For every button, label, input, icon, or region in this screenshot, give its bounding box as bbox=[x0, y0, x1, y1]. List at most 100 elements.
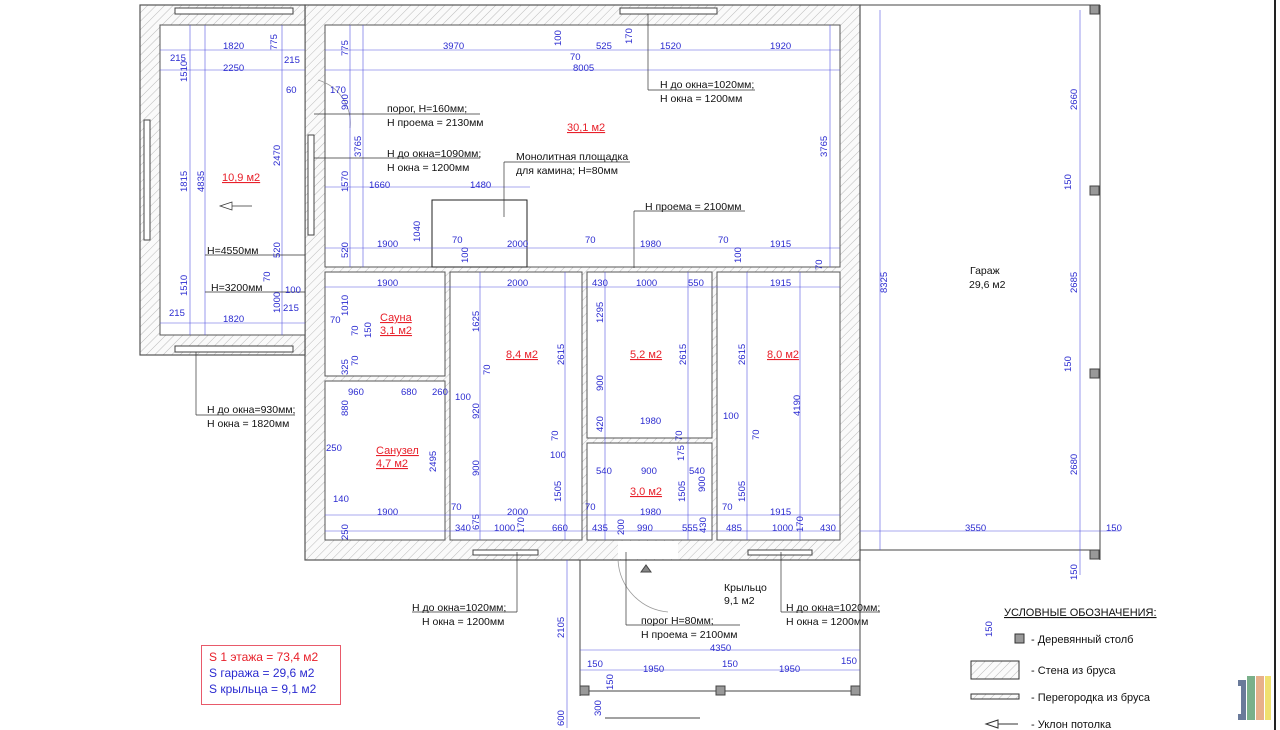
bath-area-label: 4,7 м2 bbox=[376, 458, 408, 470]
dimension-label: 1520 bbox=[660, 41, 681, 52]
dimension-label: 260 bbox=[432, 387, 448, 398]
dimension-label: 990 bbox=[637, 523, 653, 534]
dimension-label: 1915 bbox=[770, 507, 791, 518]
dimension-label: 775 bbox=[269, 34, 280, 50]
dimension-label: 100 bbox=[460, 247, 471, 263]
note-text: Н=3200мм bbox=[211, 282, 263, 294]
note-leaders bbox=[195, 14, 880, 626]
dimension-label: 70 bbox=[550, 430, 561, 441]
note-text: Н проема = 2130мм bbox=[387, 117, 484, 129]
dimension-label: 900 bbox=[340, 94, 351, 110]
dimension-label: 1820 bbox=[223, 41, 244, 52]
dimension-label: 1010 bbox=[340, 295, 351, 316]
dimension-label: 1625 bbox=[471, 311, 482, 332]
dimension-label: 660 bbox=[552, 523, 568, 534]
note-text: Н окна = 1820мм bbox=[207, 418, 289, 430]
dimension-label: 2615 bbox=[737, 344, 748, 365]
note-text: Н проема = 2100мм bbox=[645, 201, 742, 213]
note-text: Н окна = 1200мм bbox=[660, 93, 742, 105]
note-text: порог, Н=160мм; bbox=[387, 103, 467, 115]
legend-post-size: 150 bbox=[984, 621, 995, 637]
dimension-label: 170 bbox=[516, 517, 527, 533]
dimension-label: 70 bbox=[814, 259, 825, 270]
dimension-label: 2615 bbox=[678, 344, 689, 365]
room-a-area-label: 8,4 м2 bbox=[506, 349, 538, 361]
dimension-label: 100 bbox=[553, 30, 564, 46]
dimension-label: 430 bbox=[698, 517, 709, 533]
dimension-label: 2495 bbox=[428, 451, 439, 472]
dimension-label: 150 bbox=[363, 322, 374, 338]
dimension-label: 4350 bbox=[710, 643, 731, 654]
notes: Н до окна=1020мм; Н окна = 1200мм порог, Н… bbox=[207, 79, 880, 641]
note-text: Н до окна=1020мм; bbox=[660, 79, 754, 91]
dimension-label: 250 bbox=[326, 443, 342, 454]
dimension-label: 150 bbox=[841, 656, 857, 667]
room-interiors bbox=[159, 24, 841, 541]
dimension-label: 520 bbox=[340, 242, 351, 258]
summary-porch: S крыльца = 9,1 м2 bbox=[209, 682, 317, 696]
legend-wall: - Стена из бруса bbox=[1031, 665, 1116, 677]
dimension-label: 900 bbox=[595, 375, 606, 391]
dimension-label: 1510 bbox=[179, 275, 190, 296]
dimension-label: 1980 bbox=[640, 239, 661, 250]
porch-outline bbox=[579, 560, 861, 719]
dimension-label: 150 bbox=[1069, 564, 1080, 580]
summary-garage: S гаража = 29,6 м2 bbox=[209, 666, 315, 680]
dimension-label: 540 bbox=[596, 466, 612, 477]
dimension-label: 900 bbox=[641, 466, 657, 477]
slope-arrow-icon bbox=[984, 719, 1018, 729]
dimension-label: 485 bbox=[726, 523, 742, 534]
summary-floor1: S 1 этажа = 73,4 м2 bbox=[209, 650, 319, 664]
dimension-label: 555 bbox=[682, 523, 698, 534]
garage-area-label: 29,6 м2 bbox=[969, 279, 1006, 291]
dimension-label: 1000 bbox=[772, 523, 793, 534]
dimension-label: 1915 bbox=[770, 239, 791, 250]
dimension-label: 1920 bbox=[770, 41, 791, 52]
dimension-label: 4835 bbox=[196, 171, 207, 192]
dimension-label: 1900 bbox=[377, 278, 398, 289]
dimension-label: 2680 bbox=[1069, 454, 1080, 475]
dimension-label: 170 bbox=[795, 516, 806, 532]
dimension-label: 430 bbox=[820, 523, 836, 534]
dimension-label: 900 bbox=[697, 476, 708, 492]
legend: УСЛОВНЫЕ ОБОЗНАЧЕНИЯ: 150 - Деревянный с… bbox=[970, 607, 1157, 730]
dimension-label: 150 bbox=[605, 674, 616, 690]
dimension-label: 150 bbox=[1106, 523, 1122, 534]
room-b-area-label: 5,2 м2 bbox=[630, 349, 662, 361]
dimension-label: 2615 bbox=[556, 344, 567, 365]
dimension-label: 100 bbox=[285, 285, 301, 296]
dimension-label: 1510 bbox=[179, 61, 190, 82]
dimension-label: 1900 bbox=[377, 239, 398, 250]
dimension-label: 70 bbox=[350, 355, 361, 366]
dimension-label: 550 bbox=[688, 278, 704, 289]
dimension-label: 1570 bbox=[340, 171, 351, 192]
dimension-label: 2000 bbox=[507, 239, 528, 250]
dimension-label: 960 bbox=[348, 387, 364, 398]
sauna-area-label: 3,1 м2 bbox=[380, 325, 412, 337]
dimension-label: 70 bbox=[452, 235, 463, 246]
veranda-area-label: 10,9 м2 bbox=[222, 172, 260, 184]
dimension-label: 140 bbox=[333, 494, 349, 505]
dimension-label: 170 bbox=[624, 28, 635, 44]
dimension-label: 325 bbox=[340, 359, 351, 375]
dimension-label: 1900 bbox=[377, 507, 398, 518]
dimension-label: 1000 bbox=[494, 523, 515, 534]
bath-name-label: Санузел bbox=[376, 445, 419, 457]
room-b bbox=[586, 271, 713, 439]
dimension-label: 2105 bbox=[556, 617, 567, 638]
fireplace-platform bbox=[431, 199, 528, 268]
dimension-label: 215 bbox=[169, 308, 185, 319]
dimension-label: 250 bbox=[340, 524, 351, 540]
dimension-label: 1040 bbox=[412, 221, 423, 242]
dimension-label: 8005 bbox=[573, 63, 594, 74]
area-summary: S 1 этажа = 73,4 м2 S гаража = 29,6 м2 S… bbox=[201, 645, 341, 705]
note-text: порог Н=80мм; bbox=[641, 615, 714, 627]
sauna bbox=[324, 271, 446, 377]
note-text: Н проема = 2100мм bbox=[641, 629, 738, 641]
note-text: для камина; Н=80мм bbox=[516, 165, 618, 177]
dimension-label: 775 bbox=[340, 40, 351, 56]
dimension-label: 520 bbox=[272, 242, 283, 258]
note-text: Н окна = 1200мм bbox=[786, 616, 868, 628]
legend-slope: - Уклон потолка bbox=[1031, 719, 1112, 730]
dimension-label: 3970 bbox=[443, 41, 464, 52]
